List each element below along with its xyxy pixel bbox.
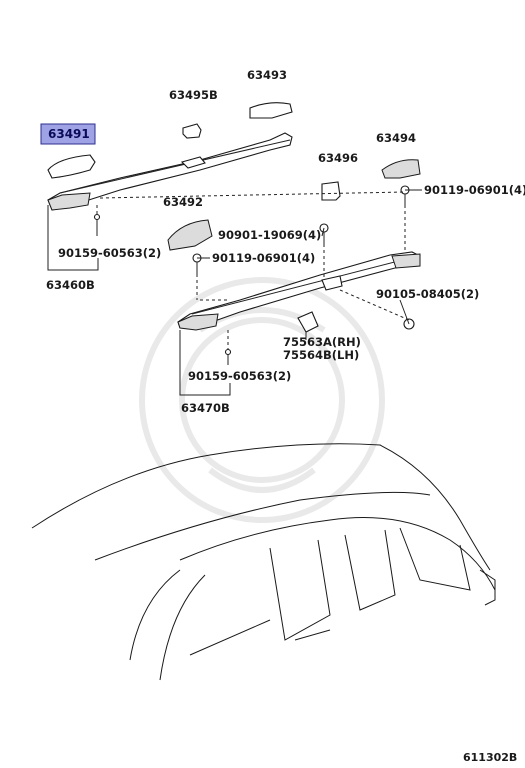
label-75563a[interactable]: 75563A(RH) — [283, 335, 361, 349]
label-90105-08405[interactable]: 90105-08405(2) — [376, 287, 479, 301]
cover-63493 — [249, 102, 293, 119]
cover-63492 — [167, 219, 213, 251]
bracket-63495b — [182, 123, 202, 139]
watermark-emblem — [139, 277, 385, 523]
label-63470b[interactable]: 63470B — [181, 401, 230, 415]
bolt-90119-b-icon — [192, 253, 202, 274]
end-cover-63491 — [47, 154, 96, 179]
label-75564b[interactable]: 75564B(LH) — [283, 348, 359, 362]
roof-rail-upper — [47, 132, 293, 211]
label-90159-60563-b[interactable]: 90159-60563(2) — [188, 369, 291, 383]
label-63492[interactable]: 63492 — [163, 195, 203, 209]
bolt-90119-a-icon — [400, 185, 410, 205]
highlight-box-63491 — [40, 123, 96, 145]
label-63495b[interactable]: 63495B — [169, 88, 218, 102]
part-labels: 63491 63495B 63493 63494 63496 63492 901… — [40, 68, 525, 764]
label-90119-06901-a[interactable]: 90119-06901(4) — [424, 183, 525, 197]
label-63491[interactable]: 63491 — [48, 127, 90, 141]
label-90119-06901-b[interactable]: 90119-06901(4) — [212, 251, 315, 265]
bolt-icons — [93, 185, 415, 365]
vehicle-roof-outline — [31, 443, 496, 681]
diagram-code: 611302B — [463, 751, 517, 764]
label-90901-19069[interactable]: 90901-19069(4) — [218, 228, 321, 242]
cover-63494 — [381, 159, 421, 179]
leader-lines — [47, 189, 422, 396]
clip-63496 — [321, 181, 341, 201]
screw-90159-b-icon — [224, 348, 232, 365]
label-63494[interactable]: 63494 — [376, 131, 416, 145]
bracket-75563-icon — [297, 311, 319, 333]
screw-90159-a-icon — [93, 213, 101, 236]
roof-rail-lower — [177, 251, 421, 331]
label-63496[interactable]: 63496 — [318, 151, 358, 165]
label-63460b[interactable]: 63460B — [46, 278, 95, 292]
label-63493[interactable]: 63493 — [247, 68, 287, 82]
label-90159-60563-a[interactable]: 90159-60563(2) — [58, 246, 161, 260]
